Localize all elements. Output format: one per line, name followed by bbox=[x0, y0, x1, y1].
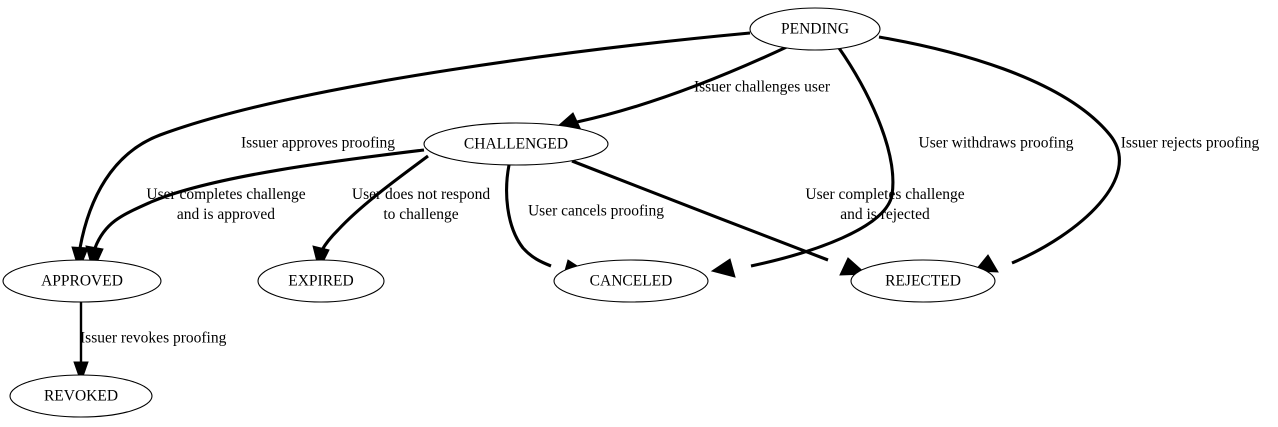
edge-challenged-rejected-path bbox=[571, 159, 829, 262]
edge-label-pending-canceled: User withdraws proofing bbox=[919, 135, 1074, 152]
node-canceled-ellipse bbox=[553, 259, 709, 303]
edge-pending-rejected[interactable]: Issuer rejects proofing bbox=[878, 35, 1260, 273]
node-expired-label: EXPIRED bbox=[288, 273, 353, 290]
edge-pending-approved-arrowhead bbox=[71, 246, 89, 272]
edge-challenged-rejected[interactable]: User completes challenge and is rejected bbox=[571, 159, 965, 276]
edge-label-challenged-rejected-line1: User completes challenge bbox=[805, 186, 964, 203]
edge-pending-rejected-path bbox=[878, 35, 1121, 265]
edge-pending-approved-path bbox=[78, 31, 751, 249]
edge-label-pending-challenged: Issuer challenges user bbox=[694, 79, 831, 96]
edge-challenged-canceled-path bbox=[505, 164, 552, 268]
node-approved-label: APPROVED bbox=[41, 273, 123, 290]
edge-approved-revoked[interactable]: Issuer revokes proofing bbox=[73, 302, 227, 384]
edge-label-challenged-rejected-line2: and is rejected bbox=[840, 206, 930, 223]
edge-label-challenged-expired-line1: User does not respond bbox=[352, 186, 490, 203]
node-canceled-label: CANCELED bbox=[590, 273, 673, 290]
edge-pending-challenged-path bbox=[576, 43, 792, 124]
edge-challenged-approved[interactable]: User completes challenge and is approved bbox=[85, 148, 425, 273]
node-pending[interactable]: PENDING bbox=[749, 7, 881, 51]
edge-label-challenged-canceled: User cancels proofing bbox=[528, 203, 664, 220]
edge-label-challenged-expired-line2: to challenge bbox=[383, 206, 458, 223]
edge-label-pending-rejected: Issuer rejects proofing bbox=[1121, 135, 1260, 152]
node-challenged[interactable]: CHALLENGED bbox=[423, 122, 609, 166]
node-approved[interactable]: APPROVED bbox=[2, 259, 162, 303]
node-revoked[interactable]: REVOKED bbox=[9, 374, 153, 418]
edge-label-approved-revoked: Issuer revokes proofing bbox=[80, 330, 227, 347]
node-revoked-label: REVOKED bbox=[44, 388, 118, 405]
edge-pending-challenged[interactable]: Issuer challenges user bbox=[555, 43, 831, 131]
edge-approved-revoked-arrowhead bbox=[73, 361, 89, 384]
node-rejected-label: REJECTED bbox=[885, 273, 961, 290]
edge-pending-canceled-arrowhead bbox=[710, 258, 736, 278]
node-revoked-ellipse bbox=[9, 374, 153, 418]
node-pending-ellipse bbox=[749, 7, 881, 51]
edge-challenged-expired-path bbox=[320, 154, 429, 251]
node-approved-ellipse bbox=[2, 259, 162, 303]
edge-challenged-expired[interactable]: User does not respond to challenge bbox=[312, 154, 490, 272]
edge-challenged-approved-path bbox=[93, 148, 425, 249]
node-pending-label: PENDING bbox=[781, 21, 849, 38]
node-expired-ellipse bbox=[257, 259, 385, 303]
node-rejected-ellipse bbox=[850, 259, 996, 303]
edge-pending-approved[interactable]: Issuer approves proofing bbox=[71, 31, 751, 272]
edge-label-challenged-approved-line1: User completes challenge bbox=[146, 186, 305, 203]
edge-label-challenged-approved-line2: and is approved bbox=[177, 206, 275, 223]
node-expired[interactable]: EXPIRED bbox=[257, 259, 385, 303]
node-canceled[interactable]: CANCELED bbox=[553, 259, 709, 303]
edge-label-pending-approved: Issuer approves proofing bbox=[241, 135, 395, 152]
node-rejected[interactable]: REJECTED bbox=[850, 259, 996, 303]
node-challenged-ellipse bbox=[423, 122, 609, 166]
node-challenged-label: CHALLENGED bbox=[464, 136, 568, 153]
